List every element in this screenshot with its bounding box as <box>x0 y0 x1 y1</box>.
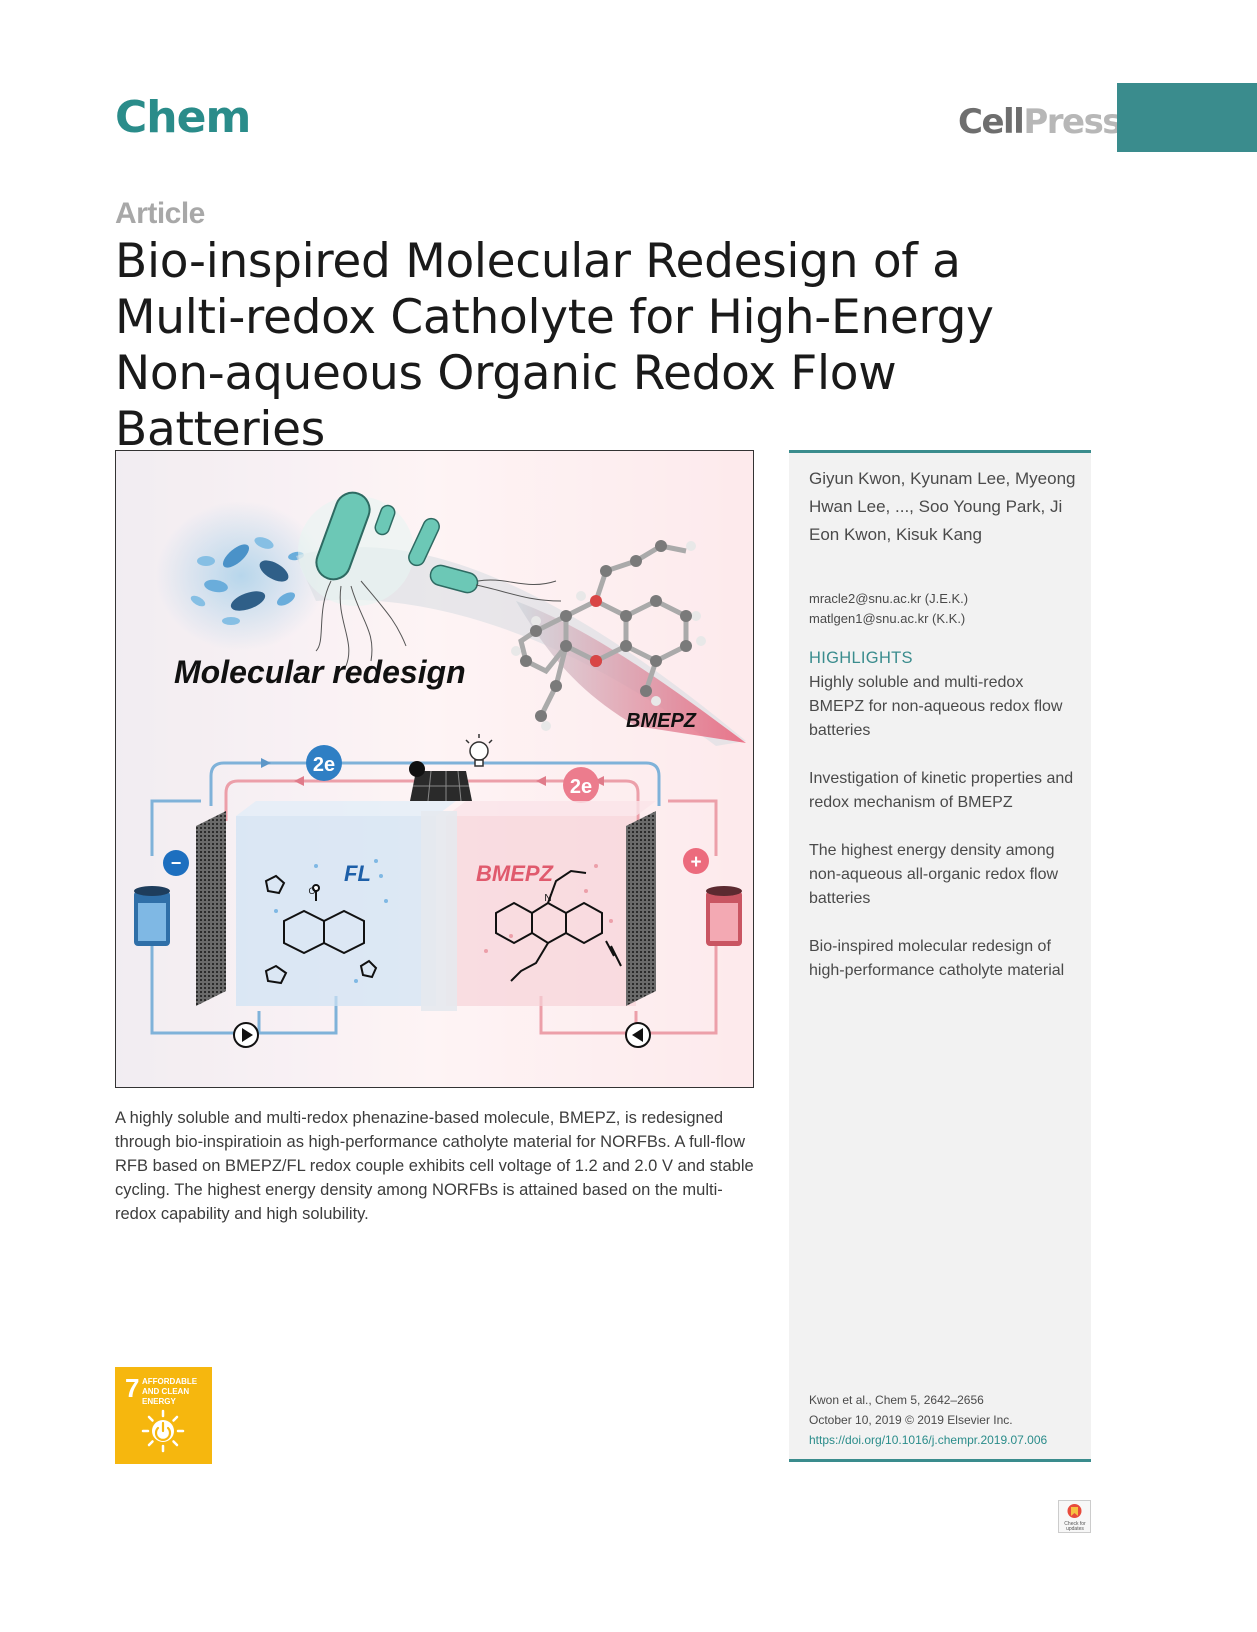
catholyte-tank-icon <box>706 886 742 946</box>
date-copyright-line: October 10, 2019 © 2019 Elsevier Inc. <box>809 1413 1013 1427</box>
figure-heading: Molecular redesign <box>174 654 466 690</box>
electron-right-label: 2e <box>570 776 592 798</box>
anolyte-pump-icon <box>233 1022 259 1048</box>
electron-left-label: 2e <box>313 754 335 776</box>
doi-link[interactable]: https://doi.org/10.1016/j.chempr.2019.07… <box>809 1433 1048 1447</box>
publisher-logo-part2: Press <box>1023 102 1122 142</box>
citation-line: Kwon et al., Chem 5, 2642–2656 <box>809 1393 984 1407</box>
crossmark-icon <box>1067 1504 1082 1518</box>
article-title: Bio-inspired Molecular Redesign of a Mul… <box>115 234 994 457</box>
power-sun-icon <box>141 1409 185 1453</box>
anolyte-label: FL <box>344 861 371 886</box>
abstract-text: A highly soluble and multi-redox phenazi… <box>115 1109 754 1223</box>
crossmark-label: Check for updates <box>1064 1521 1086 1532</box>
figure-molecule-label: BMEPZ <box>626 710 697 732</box>
electron-badge-right <box>563 767 599 803</box>
minus-sign-icon <box>163 850 189 876</box>
solar-panel-icon <box>409 761 472 802</box>
author-list: Giyun Kwon, Kyunam Lee, Myeong Hwan Lee,… <box>809 469 1076 544</box>
bmepz-nitrogen-label: N <box>544 893 551 904</box>
fluorenone-structure-icon <box>264 874 378 985</box>
sidebar-panel: Giyun Kwon, Kyunam Lee, Myeong Hwan Lee,… <box>789 450 1091 1462</box>
plus-sign-icon <box>683 848 709 874</box>
highlight-item: The highest energy density among non-aqu… <box>809 842 1059 907</box>
email-link[interactable]: matlgen1@snu.ac.kr (K.K.) <box>809 611 966 626</box>
catholyte-dots <box>484 864 613 953</box>
highlight-item: Investigation of kinetic properties and … <box>809 770 1074 811</box>
positive-electrode <box>626 811 656 1006</box>
bmepz-molecule-icon <box>511 540 706 731</box>
catholyte-pump-icon <box>625 1022 651 1048</box>
phenazine-structure-icon <box>495 869 622 982</box>
rod-bacteria-icon <box>298 491 562 667</box>
fl-oxygen-label: O <box>308 886 315 896</box>
journal-logo: Chem <box>115 92 251 143</box>
anolyte-compartment <box>236 816 436 1006</box>
highlights-list: Highly soluble and multi-redox BMEPZ for… <box>809 671 1081 1007</box>
corner-tab <box>1117 83 1257 152</box>
anolyte-dots <box>274 859 388 983</box>
catholyte-label: BMEPZ <box>476 861 555 886</box>
article-type: Article <box>115 197 205 230</box>
plus-sign-label: + <box>690 852 701 873</box>
membrane <box>421 811 457 1011</box>
graphical-abstract-illustration: Molecular redesign BMEPZ 2e 2e <box>116 451 753 1087</box>
email-link[interactable]: mracle2@snu.ac.kr (J.E.K.) <box>809 591 969 606</box>
sdg-label: AFFORDABLE AND CLEAN ENERGY <box>142 1377 198 1406</box>
highlight-item: Highly soluble and multi-redox BMEPZ for… <box>809 674 1063 739</box>
publisher-logo-part1: Cell <box>958 102 1025 142</box>
check-for-updates-button[interactable]: Check for updates <box>1058 1500 1091 1533</box>
minus-sign-label: − <box>171 853 182 873</box>
light-bulb-icon <box>465 734 493 767</box>
sdg-number: 7 <box>125 1373 140 1403</box>
anolyte-tank-icon <box>134 886 170 946</box>
graphical-abstract: Molecular redesign BMEPZ 2e 2e <box>115 450 754 1088</box>
sdg-badge: 7 AFFORDABLE AND CLEAN ENERGY <box>115 1367 212 1464</box>
electron-badge-left <box>306 745 342 781</box>
highlight-item: Bio-inspired molecular redesign of high-… <box>809 938 1065 979</box>
negative-electrode <box>196 811 226 1006</box>
catholyte-compartment <box>446 816 636 1006</box>
highlights-heading: HIGHLIGHTS <box>809 649 913 667</box>
bacteria-colony-icon <box>190 537 304 625</box>
publisher-logo: CellPress <box>958 102 1123 142</box>
